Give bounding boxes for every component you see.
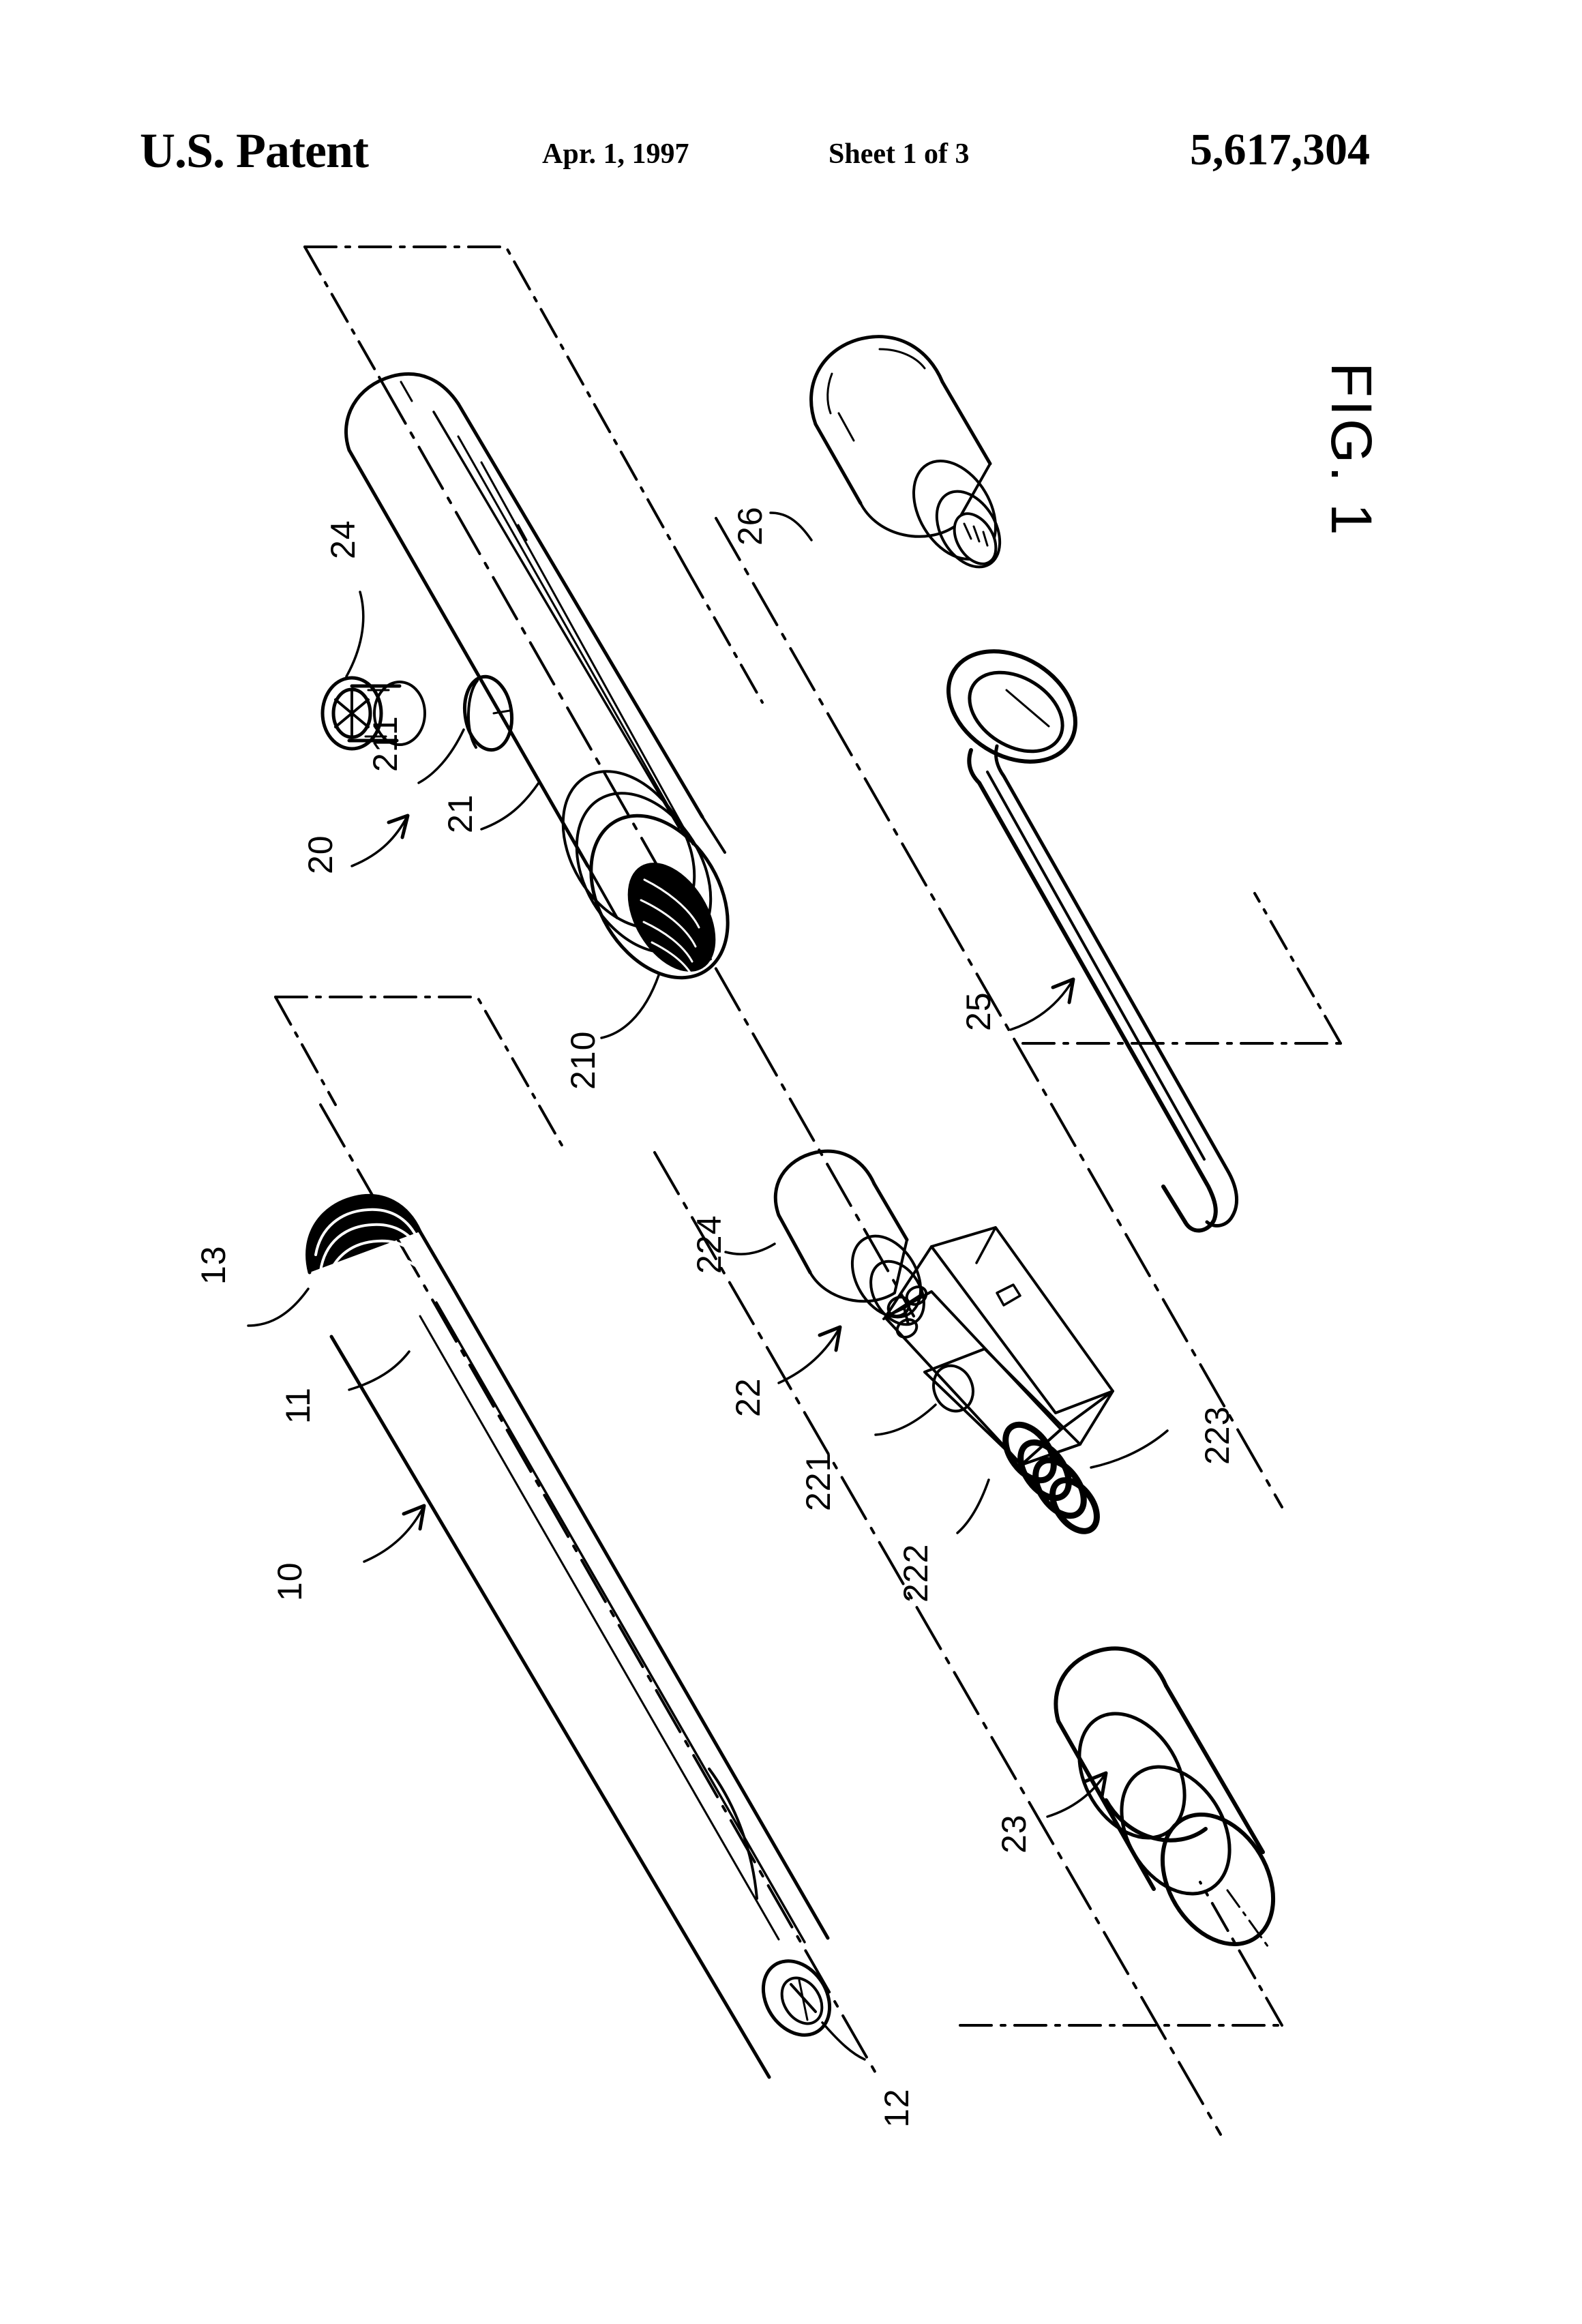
patent-office-title: U.S. Patent xyxy=(140,123,369,178)
ref-numeral-224: 224 xyxy=(690,1215,728,1274)
ref-numeral-222: 222 xyxy=(897,1543,935,1603)
ref-numeral-20: 20 xyxy=(301,835,340,874)
ref-numeral-221: 221 xyxy=(799,1452,837,1511)
ref-numeral-223: 223 xyxy=(1198,1405,1236,1465)
ref-numeral-12: 12 xyxy=(878,2088,916,2128)
part-223-compression-spring xyxy=(1002,1421,1100,1534)
ref-numeral-23: 23 xyxy=(995,1814,1033,1853)
ref-numeral-24: 24 xyxy=(324,520,362,559)
phantom-bracket-upper xyxy=(303,245,764,704)
part-13-threaded-end xyxy=(247,1193,455,1327)
ref-numeral-21: 21 xyxy=(441,794,479,833)
part-210-threaded-socket xyxy=(561,770,730,1039)
ref-numeral-11: 11 xyxy=(279,1387,317,1424)
leader-20 xyxy=(350,814,410,867)
ref-numeral-210: 210 xyxy=(564,1030,602,1090)
ref-numeral-10: 10 xyxy=(271,1562,309,1601)
part-222-contact-pin xyxy=(956,1478,990,1534)
part-21-housing-tube xyxy=(344,372,704,868)
part-211-sealing-disc xyxy=(417,674,513,784)
part-26-end-cap xyxy=(769,335,1002,569)
patent-number: 5,617,304 xyxy=(1190,125,1370,175)
leader-223 xyxy=(1090,1429,1169,1469)
phantom-axis-lower xyxy=(319,1103,881,2081)
leader-21 xyxy=(480,781,540,831)
part-224-bulb-holder xyxy=(724,1149,928,1339)
part-221-switch-block xyxy=(874,1226,1114,1466)
part-11-pen-barrel xyxy=(329,1285,866,2079)
phantom-bracket-lower-right xyxy=(959,1881,1283,2027)
ref-numeral-25: 25 xyxy=(959,992,998,1031)
phantom-axis-clip xyxy=(715,517,1283,1508)
phantom-bracket-upper-right xyxy=(1021,892,1342,1045)
ref-numeral-26: 26 xyxy=(731,506,769,546)
part-24-end-nut xyxy=(320,591,426,751)
sheet-indicator: Sheet 1 of 3 xyxy=(829,138,970,170)
phantom-axis-upper xyxy=(380,381,915,1317)
phantom-axis-battery xyxy=(653,1151,1222,2136)
leader-22 xyxy=(777,1325,842,1384)
ref-numeral-211: 211 xyxy=(366,715,404,772)
part-23-battery-stack xyxy=(1046,1646,1276,1950)
patent-date: Apr. 1, 1997 xyxy=(542,138,689,170)
patent-header: U.S. Patent Apr. 1, 1997 Sheet 1 of 3 5,… xyxy=(0,123,1582,198)
ref-numeral-22: 22 xyxy=(729,1377,767,1417)
ref-numeral-13: 13 xyxy=(194,1245,233,1285)
part-25-pocket-clip xyxy=(946,649,1238,1233)
phantom-bracket-lower xyxy=(274,996,567,1154)
